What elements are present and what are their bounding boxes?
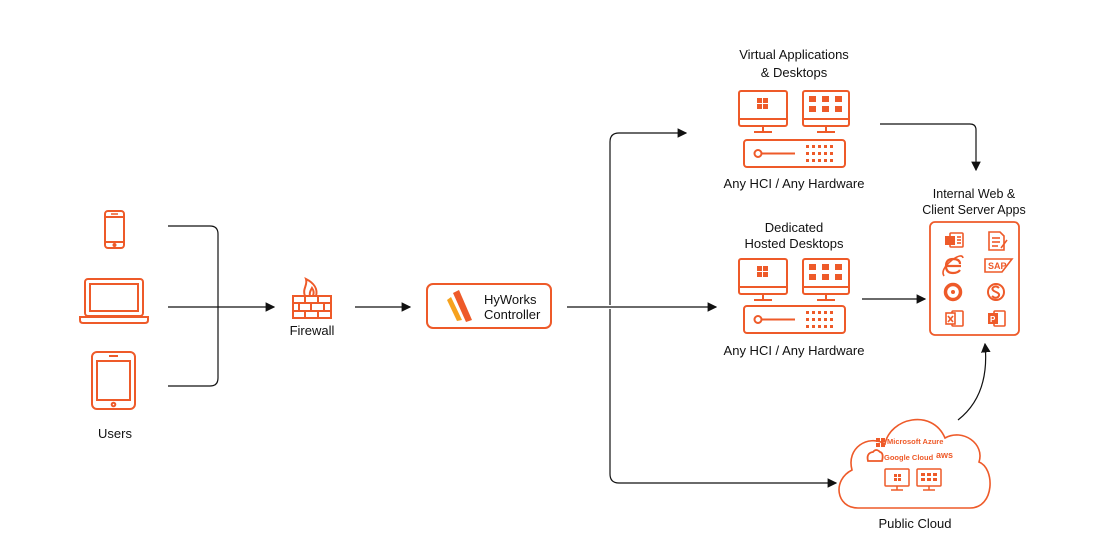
dedicated-title-line2: Hosted Desktops: [744, 236, 844, 251]
powerpoint-icon: P: [988, 310, 1006, 327]
cloud-icon: [838, 418, 991, 509]
controller-name: HyWorks: [484, 292, 537, 307]
internal-apps-title-line2: Client Server Apps: [922, 203, 1026, 217]
public-cloud-label: Public Cloud: [878, 516, 952, 531]
arrow-controller-to-cloud: [609, 309, 838, 488]
internet-explorer-icon: [942, 255, 964, 277]
monitor-windows-icon: [738, 258, 788, 301]
controller-role: Controller: [484, 307, 541, 322]
server-icon: [743, 305, 846, 334]
document-icon: [988, 231, 1008, 251]
hardware-label-bottom: Any HCI / Any Hardware: [723, 343, 865, 358]
skype-icon: [987, 283, 1005, 301]
dedicated-title-line1: Dedicated: [764, 220, 824, 235]
laptop-icon: [79, 278, 149, 324]
azure-logo-icon: [876, 438, 885, 447]
excel-icon: [945, 310, 964, 327]
server-icon: [743, 139, 846, 168]
smartphone-icon: [104, 210, 125, 249]
virtual-apps-title-line1: Virtual Applications: [739, 47, 849, 62]
firewall-label: Firewall: [289, 323, 335, 338]
monitor-apps-icon: [802, 258, 850, 301]
users-label: Users: [98, 426, 132, 441]
tablet-icon: [91, 351, 136, 410]
chrome-icon: [943, 282, 963, 302]
firewall-icon: [292, 277, 332, 319]
aws-label: aws: [936, 450, 954, 460]
google-cloud-label: Google Cloud: [884, 453, 934, 462]
arrow-cloud-to-apps: [957, 342, 991, 421]
users-bracket: [168, 225, 219, 387]
connectors: [168, 123, 991, 488]
internal-apps-title-line1: Internal Web &: [932, 187, 1016, 201]
dedicated-desktops-hardware: [738, 258, 850, 334]
sap-icon: SAP: [984, 258, 1014, 273]
svg-text:SAP: SAP: [988, 261, 1007, 271]
arrow-controller-to-virtual: [609, 128, 688, 305]
google-cloud-logo-icon: [866, 449, 884, 462]
arrow-virtual-to-apps: [880, 123, 981, 172]
virtual-apps-title-line2: & Desktops: [760, 65, 828, 80]
hyworks-logo-icon: [447, 290, 472, 322]
internal-apps-panel: SAP P: [929, 221, 1020, 336]
hyworks-controller: HyWorks Controller: [426, 283, 552, 329]
svg-text:P: P: [990, 315, 996, 324]
word-icon: [945, 232, 964, 248]
virtual-apps-hardware: [738, 90, 850, 168]
monitor-apps-icon: [802, 90, 850, 133]
monitor-windows-icon: [738, 90, 788, 133]
hardware-label-top: Any HCI / Any Hardware: [723, 176, 865, 191]
azure-label: Microsoft Azure: [887, 437, 944, 446]
